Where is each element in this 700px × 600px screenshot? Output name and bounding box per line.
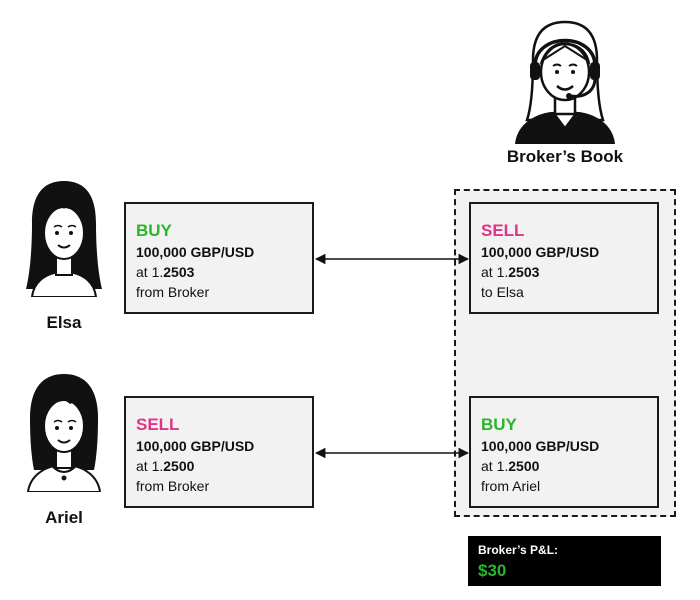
pnl-label: Broker’s P&L: xyxy=(478,543,559,557)
order-quantity: 100,000 GBP/USD xyxy=(481,438,600,454)
order-quantity: 100,000 GBP/USD xyxy=(136,438,255,454)
order-price: at 1.2500 xyxy=(481,458,540,474)
order-counterparty: to Elsa xyxy=(481,284,524,300)
order-quantity: 100,000 GBP/USD xyxy=(481,244,600,260)
order-side: SELL xyxy=(481,221,525,240)
ariel-sell-order: SELL 100,000 GBP/USD at 1.2500 from Brok… xyxy=(124,396,314,508)
order-price: at 1.2503 xyxy=(481,264,540,280)
order-side: SELL xyxy=(136,415,180,434)
brokers-pnl-panel: Broker’s P&L: $30 xyxy=(468,536,661,586)
broker-headset-avatar-icon xyxy=(515,20,615,144)
pnl-value: $30 xyxy=(478,561,507,580)
ariel-avatar-icon xyxy=(26,374,102,492)
order-quantity: 100,000 GBP/USD xyxy=(136,244,255,260)
broker-buy-from-ariel-order: BUY 100,000 GBP/USD at 1.2500 from Ariel xyxy=(469,396,659,508)
order-counterparty: from Broker xyxy=(136,478,210,494)
order-counterparty: from Broker xyxy=(136,284,210,300)
ariel-name: Ariel xyxy=(45,508,83,527)
order-price: at 1.2503 xyxy=(136,264,195,280)
order-price: at 1.2500 xyxy=(136,458,195,474)
order-side: BUY xyxy=(481,415,517,434)
elsa-name: Elsa xyxy=(46,313,82,332)
order-side: BUY xyxy=(136,221,172,240)
broker-sell-to-elsa-order: SELL 100,000 GBP/USD at 1.2503 to Elsa xyxy=(469,202,659,314)
brokers-book-title: Broker’s Book xyxy=(506,147,624,166)
order-counterparty: from Ariel xyxy=(481,478,541,494)
elsa-avatar-icon xyxy=(26,181,102,297)
elsa-buy-order: BUY 100,000 GBP/USD at 1.2503 from Broke… xyxy=(124,202,314,314)
